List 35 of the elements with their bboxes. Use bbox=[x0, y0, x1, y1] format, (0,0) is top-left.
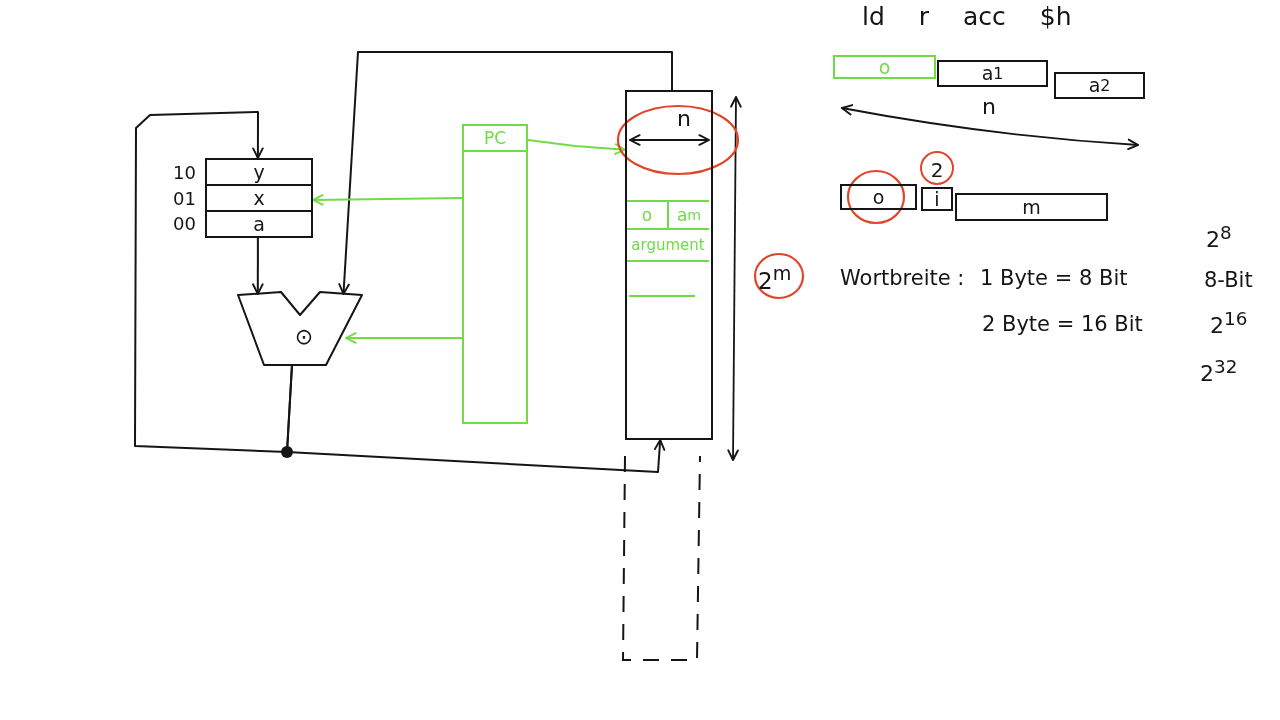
bit-code-label: 00 bbox=[172, 214, 196, 234]
alu-block: ⊙ bbox=[236, 290, 364, 368]
exponent-label: 2$^{8}$ bbox=[1206, 222, 1232, 254]
register-file bbox=[205, 158, 313, 238]
register-label: PC bbox=[464, 126, 526, 152]
instruction-field: m bbox=[955, 193, 1108, 221]
bit-code-label: 10 bbox=[172, 163, 196, 183]
callout-number: 2 bbox=[920, 151, 954, 185]
bit-code-label: 01 bbox=[172, 189, 196, 209]
memory-field: argument bbox=[627, 230, 709, 262]
instruction-field: o bbox=[840, 184, 917, 210]
memory-column bbox=[625, 90, 713, 440]
register-row: a bbox=[207, 212, 311, 236]
connector-arrow bbox=[286, 363, 666, 473]
note-text: Wortbreite : bbox=[840, 266, 965, 292]
connector-arrow bbox=[312, 194, 463, 206]
note-text: 2 Byte = 16 Bit bbox=[982, 312, 1143, 338]
exponent-label: 2$^{32}$ bbox=[1200, 356, 1238, 388]
dimension-label: n bbox=[982, 94, 996, 121]
register-row: x bbox=[207, 186, 311, 212]
note-text: 1 Byte = 8 Bit bbox=[980, 266, 1128, 292]
dimension-label: n bbox=[677, 106, 691, 133]
register-row: y bbox=[207, 160, 311, 186]
note-text: 8-Bit bbox=[1204, 268, 1253, 294]
instruction-field: i bbox=[921, 187, 953, 211]
connector-arrow bbox=[345, 332, 463, 344]
instruction-text: ld r acc $h bbox=[862, 2, 1072, 32]
exponent-label: 2$^{16}$ bbox=[1210, 308, 1248, 340]
connector-arrow bbox=[527, 138, 626, 155]
pc-register bbox=[462, 124, 528, 424]
dimension-label: 2$^{m}$ bbox=[758, 262, 792, 296]
instruction-field: o bbox=[833, 55, 936, 79]
connector-arrow bbox=[338, 51, 673, 295]
connector-arrow bbox=[252, 237, 264, 295]
memory-field: o bbox=[627, 200, 669, 230]
